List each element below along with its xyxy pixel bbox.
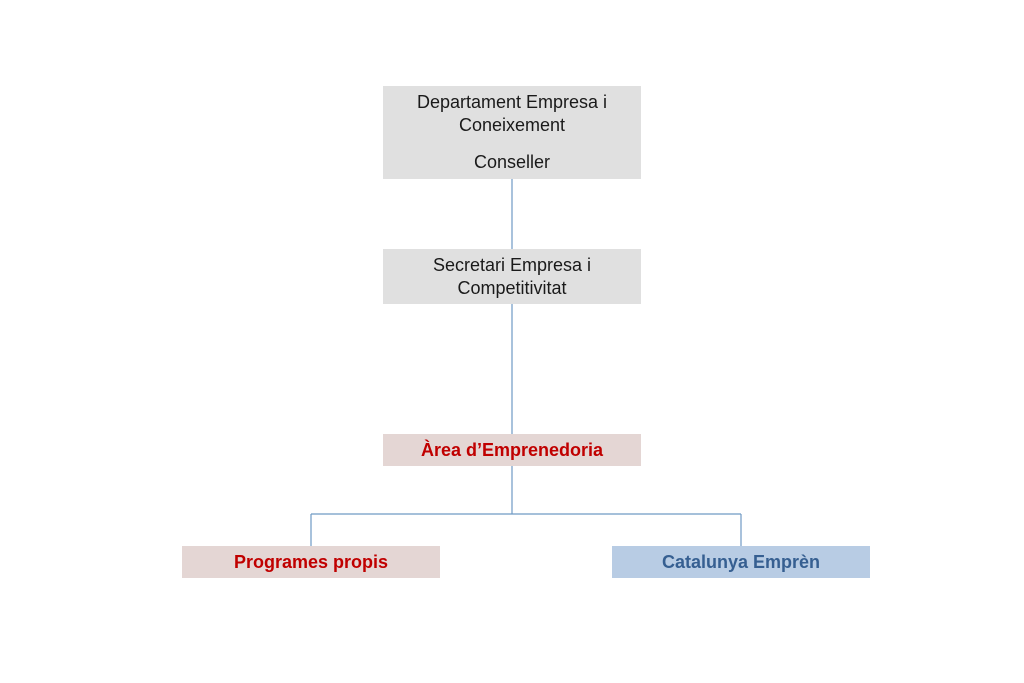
department-role: Conseller — [473, 152, 551, 172]
area-title: Àrea d’Emprenedoria — [420, 439, 604, 460]
node-programes-propis: Programes propis — [182, 546, 440, 578]
programes-title: Programes propis — [233, 551, 389, 572]
node-department: Departament Empresa i Coneixement Consel… — [383, 86, 641, 179]
department-title: Departament Empresa i Coneixement — [416, 92, 608, 135]
secretary-title: Secretari Empresa i Competitivitat — [432, 254, 592, 298]
node-area-emprenedoria: Àrea d’Emprenedoria — [383, 434, 641, 466]
node-catalunya-empren: Catalunya Emprèn — [612, 546, 870, 578]
catalunya-title: Catalunya Emprèn — [661, 551, 821, 572]
node-secretary: Secretari Empresa i Competitivitat — [383, 249, 641, 304]
